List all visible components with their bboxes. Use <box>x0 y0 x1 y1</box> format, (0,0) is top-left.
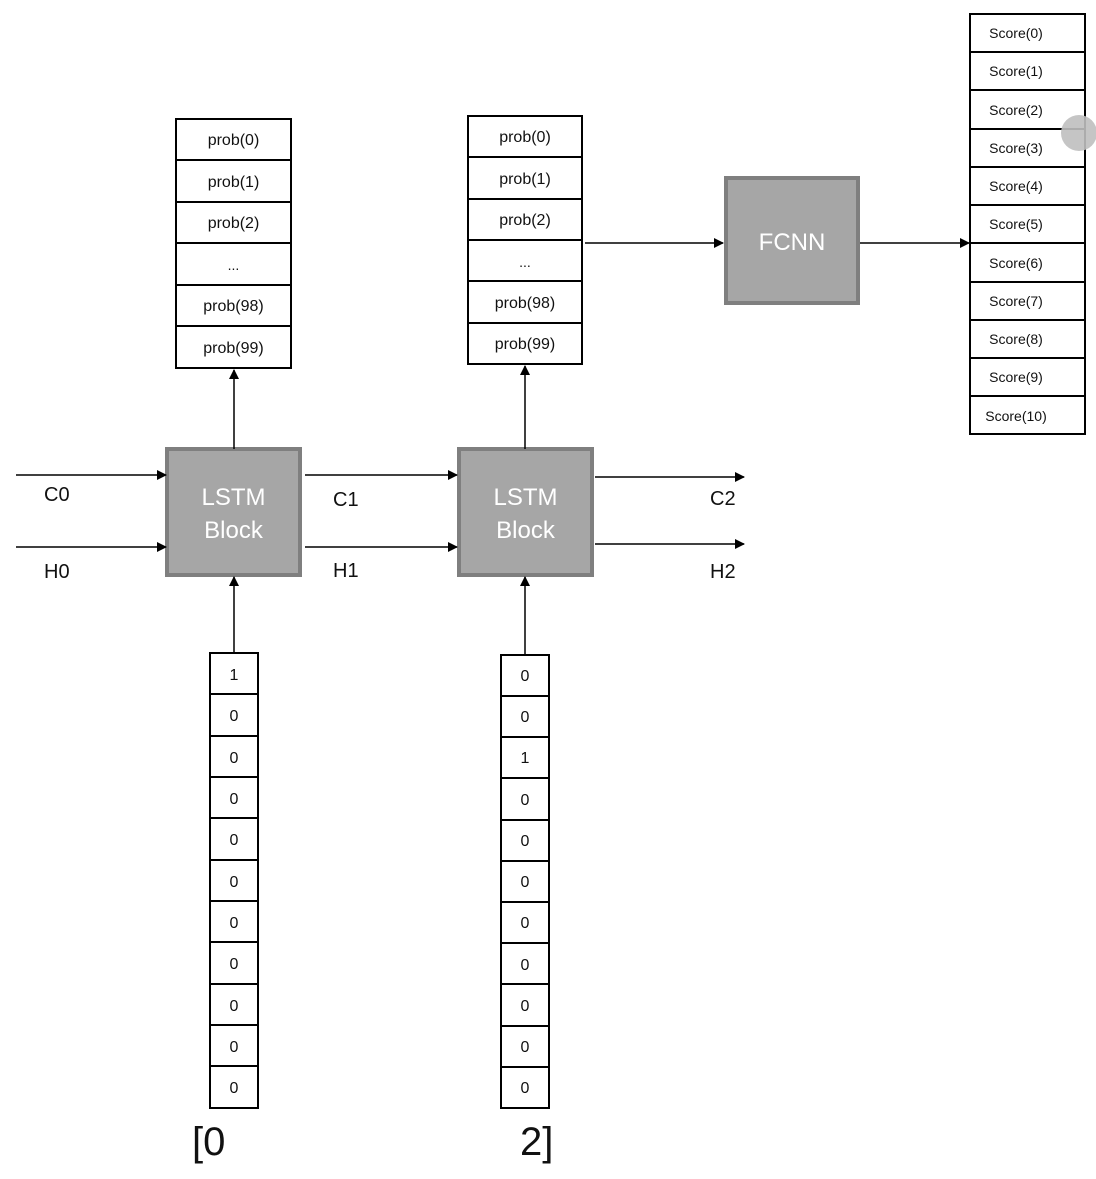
score-cell-label: Score(2) <box>989 102 1043 118</box>
onehot-cell: 0 <box>521 709 530 726</box>
c0-label: C0 <box>44 484 70 506</box>
onehot-cell: 0 <box>230 832 239 849</box>
score-cell-label: Score(3) <box>989 140 1043 156</box>
onehot-cell: 0 <box>230 998 239 1015</box>
onehot-cell: 0 <box>230 1039 239 1056</box>
onehot-cell: 0 <box>230 791 239 808</box>
lstm-label-line1: LSTM <box>493 484 557 511</box>
onehot-cell: 0 <box>521 1039 530 1056</box>
onehot-cell: 0 <box>521 998 530 1015</box>
onehot-cell: 0 <box>521 957 530 974</box>
onehot-cell: 0 <box>521 1080 530 1097</box>
onehot-cell: 0 <box>230 956 239 973</box>
prob-stack-step1: prob(0) prob(1) prob(2) ... prob(98) pro… <box>175 118 292 369</box>
onehot-vector-step1: 1 0 0 0 0 0 0 0 0 0 0 <box>209 652 259 1109</box>
onehot-cell: 0 <box>230 1080 239 1097</box>
onehot-cell: 0 <box>521 792 530 809</box>
lstm-block-2: LSTM Block <box>457 447 594 577</box>
onehot-cell: 0 <box>521 668 530 685</box>
score-cell-label: Score(6) <box>989 255 1043 271</box>
score-cell-label: Score(7) <box>989 293 1043 309</box>
prob-cell-label: prob(99) <box>495 336 555 353</box>
onehot-cell: 1 <box>521 750 530 767</box>
h1-label: H1 <box>333 560 359 582</box>
prob-cell-label: prob(2) <box>499 212 551 229</box>
lstm-label-line2: Block <box>496 517 556 544</box>
token-label-step2: 2] <box>520 1120 553 1164</box>
c1-label: C1 <box>333 489 359 511</box>
score-cell-label: Score(10) <box>985 408 1046 424</box>
c2-label: C2 <box>710 488 736 510</box>
onehot-cell: 1 <box>230 667 239 684</box>
onehot-cell: 0 <box>230 874 239 891</box>
prob-cell-label: ... <box>228 257 240 273</box>
score-cell-label: Score(8) <box>989 331 1043 347</box>
lstm-block-1: LSTM Block <box>165 447 302 577</box>
token-label-step1: [0 <box>192 1120 225 1164</box>
prob-cell-label: prob(98) <box>495 295 555 312</box>
score-cell-label: Score(0) <box>989 25 1043 41</box>
prob-stack-step2: prob(0) prob(1) prob(2) ... prob(98) pro… <box>467 115 583 365</box>
score-cell-label: Score(4) <box>989 178 1043 194</box>
prob-cell-label: prob(1) <box>499 171 551 188</box>
prob-cell-label: prob(1) <box>208 174 260 191</box>
onehot-cell: 0 <box>230 915 239 932</box>
score-cell-label: Score(5) <box>989 216 1043 232</box>
fcnn-label: FCNN <box>759 229 826 256</box>
h0-label: H0 <box>44 561 70 583</box>
prob-cell-label: prob(99) <box>203 340 263 357</box>
h2-label: H2 <box>710 561 736 583</box>
onehot-vector-step2: 0 0 1 0 0 0 0 0 0 0 0 <box>500 654 550 1109</box>
prob-cell-label: prob(0) <box>499 129 551 146</box>
score-stack: Score(0) Score(1) Score(2) Score(3) Scor… <box>969 13 1086 435</box>
arrows <box>16 238 970 655</box>
onehot-cell: 0 <box>521 874 530 891</box>
score-cell-label: Score(1) <box>989 63 1043 79</box>
score-cell-label: Score(9) <box>989 369 1043 385</box>
lstm-label-line2: Block <box>204 517 264 544</box>
onehot-cell: 0 <box>521 833 530 850</box>
drag-handle[interactable] <box>1061 115 1096 151</box>
onehot-cell: 0 <box>230 708 239 725</box>
onehot-cell: 0 <box>521 915 530 932</box>
prob-cell-label: prob(98) <box>203 298 263 315</box>
prob-cell-label: prob(0) <box>208 132 260 149</box>
fcnn-block: FCNN <box>724 176 860 305</box>
prob-cell-label: ... <box>519 254 531 270</box>
lstm-label-line1: LSTM <box>201 484 265 511</box>
prob-cell-label: prob(2) <box>208 215 260 232</box>
onehot-cell: 0 <box>230 750 239 767</box>
